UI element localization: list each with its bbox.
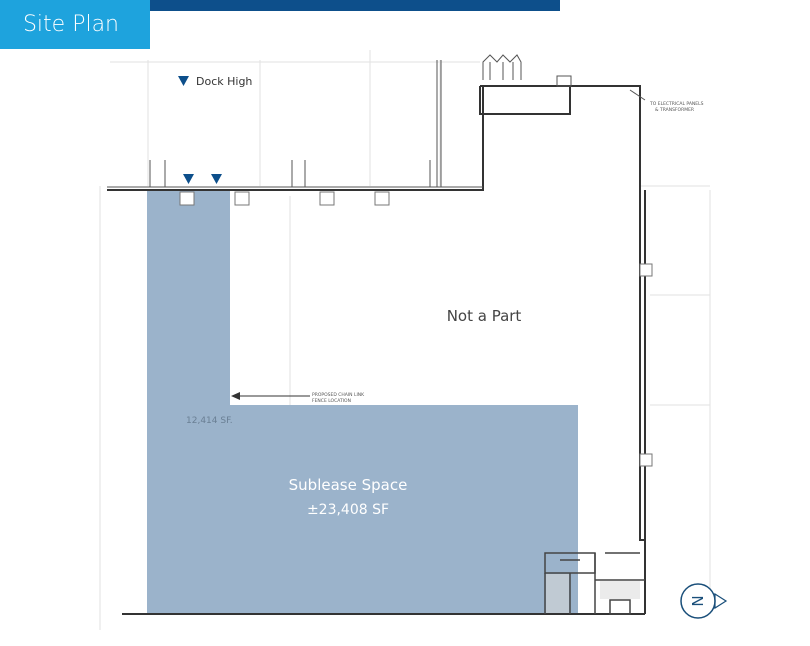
sublease-space-area <box>147 190 578 614</box>
header-accent-bar <box>150 0 560 11</box>
fence-location-arrow <box>231 392 310 400</box>
dock-wall-detail <box>107 60 483 188</box>
compass-letter: N <box>688 595 706 606</box>
fence-note-line2: FENCE LOCATION <box>312 398 351 404</box>
fence-note-line1: PROPOSED CHAIN LINK <box>312 392 365 398</box>
exterior-structure <box>482 54 646 101</box>
column-grid-lines <box>99 50 711 630</box>
sublease-area-value: ±23,408 SF <box>307 502 389 518</box>
dock-high-legend-label: Dock High <box>196 75 252 88</box>
dock-high-legend-marker-icon <box>178 76 189 86</box>
office-restroom-block <box>544 552 645 615</box>
office-area-label: 12,414 SF. <box>186 416 233 426</box>
north-compass-icon: N <box>680 583 728 619</box>
sublease-space-label: Sublease Space <box>289 476 408 494</box>
side-wall-doors <box>639 263 653 467</box>
office-hatch <box>546 574 640 613</box>
page-title: Site Plan <box>0 0 150 49</box>
dock-doors <box>179 191 390 206</box>
electrical-note-line1: TO ELECTRICAL PANELS <box>649 101 704 107</box>
building-outline <box>107 85 646 615</box>
electrical-note-line2: & TRANSFORMER <box>655 107 694 113</box>
dock-high-marker-icon <box>211 174 222 184</box>
dock-high-marker-icon <box>183 174 194 184</box>
not-a-part-label: Not a Part <box>447 307 522 325</box>
